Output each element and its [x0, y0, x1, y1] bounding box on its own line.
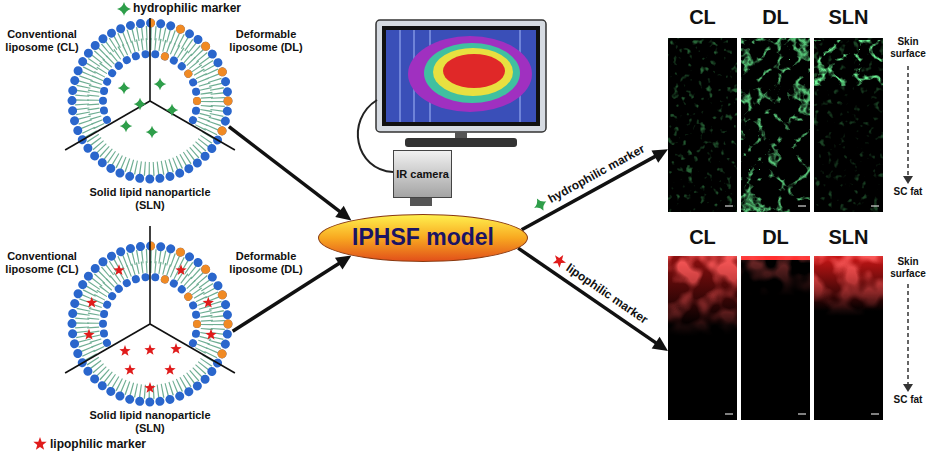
marker-star	[134, 98, 147, 111]
scale-bar	[725, 206, 733, 207]
marker-star	[170, 343, 181, 354]
sector-label: Conventional liposome (CL)	[2, 28, 82, 54]
sector-label: Deformable liposome (DL)	[228, 28, 304, 54]
camera-box: IR camera	[393, 150, 452, 198]
sector-line	[149, 226, 151, 324]
micrograph	[668, 38, 737, 212]
flow-arrow	[518, 248, 658, 344]
sector-label: Solid lipid nanoparticle (SLN)	[75, 186, 225, 212]
marker-star	[144, 382, 155, 393]
thermal-blob	[433, 48, 513, 96]
flow-arrow	[522, 155, 658, 230]
micrograph-panel: CLDLSLNSkin surfaceSC fat	[668, 38, 883, 212]
depth-label: Skin surface	[888, 256, 928, 280]
marker-star	[175, 264, 186, 275]
marker-star	[86, 297, 97, 308]
nanoparticle-diagram: Conventional liposome (CL)Deformable lip…	[67, 241, 233, 407]
column-header: DL	[741, 226, 810, 249]
thermal-blob	[408, 36, 532, 112]
marker-star	[530, 195, 549, 214]
edge-label: lipophilic marker	[547, 249, 653, 328]
marker-star	[120, 120, 133, 133]
thermal-screen	[386, 30, 536, 122]
monitor-bezel	[382, 26, 540, 126]
camera-lens	[410, 198, 432, 206]
marker-star	[205, 329, 216, 340]
marker-star	[144, 344, 155, 355]
marker-label: hydrophilic marker	[133, 1, 253, 15]
fluorescence	[741, 38, 810, 212]
marker-star	[119, 345, 130, 356]
marker-label: lipophilic marker	[50, 437, 180, 451]
monitor-frame	[376, 20, 546, 132]
scale-bar	[871, 414, 879, 415]
flow-arrow	[229, 127, 342, 214]
monitor-base	[405, 138, 517, 147]
column-header: CL	[668, 226, 737, 249]
column-header: SLN	[814, 6, 883, 29]
scale-bar	[798, 414, 806, 415]
marker-star	[113, 264, 124, 275]
sector-label: Conventional liposome (CL)	[2, 250, 82, 276]
edge-label-text: hydrophilic marker	[545, 142, 647, 207]
marker-star	[530, 195, 549, 214]
depth-arrow	[907, 66, 909, 176]
scale-bar	[871, 206, 879, 207]
thermal-blob	[424, 43, 520, 103]
marker-star	[146, 126, 159, 139]
marker-star	[203, 297, 214, 308]
sector-label: Solid lipid nanoparticle (SLN)	[75, 409, 225, 435]
depth-arrow	[907, 284, 909, 384]
nanoparticle-diagram: hydrophilic markerConventional liposome …	[67, 18, 233, 184]
fluorescence	[814, 40, 883, 86]
column-header: CL	[668, 6, 737, 29]
node-text: IR camera	[396, 168, 449, 181]
column-header: SLN	[814, 226, 883, 249]
depth-arrowhead	[903, 384, 913, 392]
fluorescence	[668, 256, 737, 336]
thermal-stripe	[399, 30, 401, 122]
edge-label: hydrophilic marker	[528, 140, 650, 216]
micrograph	[814, 38, 883, 212]
monitor-neck	[455, 132, 467, 139]
fluorescence	[668, 38, 737, 212]
sector-label: Deformable liposome (DL)	[228, 250, 304, 276]
arrowhead	[652, 337, 668, 351]
column-header: DL	[741, 6, 810, 29]
model-ellipse: IPHSF model	[318, 214, 528, 262]
arrowhead	[651, 149, 668, 162]
micrograph	[741, 256, 810, 420]
scale-bar	[798, 206, 806, 207]
micrograph	[741, 38, 810, 212]
marker-star	[166, 104, 179, 117]
arrowhead	[335, 256, 351, 270]
arrowhead	[335, 206, 351, 221]
micrograph	[668, 256, 737, 420]
marker-star	[83, 329, 94, 340]
micrograph-panel: CLDLSLNSkin surfaceSC fat	[668, 256, 883, 420]
depth-label: SC fat	[888, 186, 928, 198]
camera-cable	[358, 100, 393, 172]
scale-bar	[725, 414, 733, 415]
depth-label: Skin surface	[888, 36, 928, 60]
fluorescence	[814, 38, 883, 212]
marker-star	[117, 2, 131, 16]
marker-star	[33, 437, 46, 450]
fluorescence	[741, 256, 810, 296]
fluorescence	[814, 256, 883, 316]
node-text: IPHSF model	[352, 225, 494, 250]
marker-star	[154, 78, 167, 91]
marker-star	[118, 82, 131, 95]
depth-label: SC fat	[888, 394, 928, 406]
micrograph	[814, 256, 883, 420]
marker-star	[124, 364, 135, 375]
marker-star	[164, 364, 175, 375]
depth-arrowhead	[903, 176, 913, 184]
thermal-blob	[443, 54, 505, 88]
sector-line	[149, 18, 151, 101]
edge-label-text: lipophilic marker	[564, 261, 651, 327]
